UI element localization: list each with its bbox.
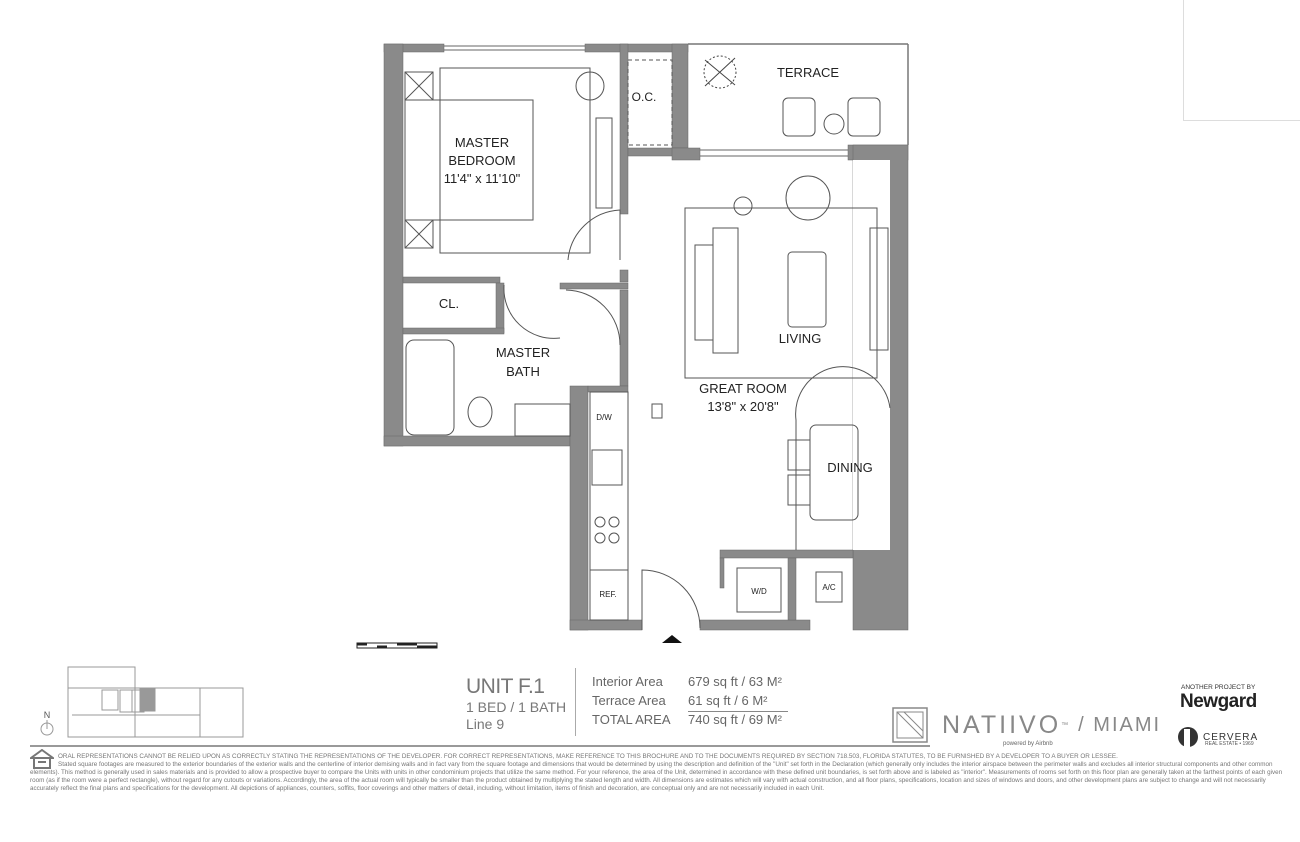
toilet xyxy=(467,396,493,428)
walls xyxy=(383,43,909,631)
kitchen-counter xyxy=(589,391,629,621)
area-row-total: TOTAL AREA 740 sq ft / 69 M² xyxy=(592,712,788,731)
brand-name: NATIIVO xyxy=(942,710,1062,739)
area-row-terrace: Terrace Area 61 sq ft / 6 M² xyxy=(592,693,788,712)
terrace-chair xyxy=(782,97,816,137)
scale-bar xyxy=(356,642,438,649)
label-dining: DINING xyxy=(827,460,873,475)
bathtub xyxy=(405,339,455,436)
disclaimer-heading: ORAL REPRESENTATIONS CANNOT BE RELIED UP… xyxy=(58,753,1118,760)
newgard-logo: Newgard xyxy=(1180,691,1257,712)
dims-master-bedroom: 11'4" x 11'10" xyxy=(444,171,521,186)
washer-dryer xyxy=(736,567,782,613)
side-table xyxy=(733,196,753,216)
label-dw: D/W xyxy=(596,413,612,422)
key-plan xyxy=(40,666,244,738)
area-value: 61 sq ft / 6 M² xyxy=(688,693,788,712)
cervera-logo-icon xyxy=(1178,727,1198,747)
entry-door-swing xyxy=(641,569,701,630)
powered-by: powered by Airbnb xyxy=(1003,741,1053,747)
unit-info: UNIT F.1 1 BED / 1 BATH Line 9 xyxy=(466,675,566,733)
sofa xyxy=(712,227,739,354)
nightstand-icon xyxy=(404,219,434,249)
label-ac: A/C xyxy=(822,583,836,592)
cervera-sub: REAL ESTATE • 1969 xyxy=(1205,741,1254,747)
windows xyxy=(444,45,848,157)
north-arrow-icon xyxy=(40,720,54,736)
dining-chair xyxy=(787,474,811,506)
sofa-back xyxy=(694,244,714,341)
vanity xyxy=(514,403,571,437)
label-closet: CL. xyxy=(439,296,459,311)
rug xyxy=(684,207,878,379)
legal-disclaimer: ORAL REPRESENTATIONS CANNOT BE RELIED UP… xyxy=(30,753,1295,793)
cervera-name: CERVERA xyxy=(1203,731,1259,743)
nativo-logo-icon xyxy=(892,707,928,743)
area-table: Interior Area 679 sq ft / 63 M² Terrace A… xyxy=(592,674,788,731)
terrace-table xyxy=(823,113,845,135)
area-label: Interior Area xyxy=(592,674,663,689)
brand-city: / MIAMI xyxy=(1078,713,1162,736)
label-master-bedroom: MASTER xyxy=(455,135,509,150)
cooktop-icon xyxy=(594,516,620,544)
bed xyxy=(404,99,534,221)
dining-table xyxy=(809,424,859,521)
furniture xyxy=(404,55,891,630)
column-marker xyxy=(651,403,663,419)
label-wd: W/D xyxy=(751,587,767,596)
bedroom-chair xyxy=(575,71,605,101)
unit-line: Line 9 xyxy=(466,716,505,732)
label-master-bath-2: BATH xyxy=(506,364,540,379)
label-master-bath: MASTER xyxy=(496,345,550,360)
door-swing xyxy=(565,289,621,346)
coffee-table xyxy=(787,251,827,328)
dining-chair xyxy=(787,439,811,471)
room-labels: MASTER BEDROOM 11'4" x 11'10" O.C. TERRA… xyxy=(439,65,873,599)
label-oc: O.C. xyxy=(632,90,657,104)
entry-arrow-icon xyxy=(662,635,682,643)
nightstand-icon xyxy=(404,71,434,101)
area-label: Terrace Area xyxy=(592,693,666,708)
great-room-floor xyxy=(853,160,890,550)
area-value: 740 sq ft / 69 M² xyxy=(688,712,782,727)
label-ref: REF. xyxy=(599,590,616,599)
brand-tm: ™ xyxy=(1061,721,1069,729)
unit-bed-bath: 1 BED / 1 BATH xyxy=(466,699,567,715)
terrace-chair xyxy=(847,97,881,137)
area-row-interior: Interior Area 679 sq ft / 63 M² xyxy=(592,674,788,693)
label-living: LIVING xyxy=(779,331,822,346)
tv-console xyxy=(869,227,889,351)
divider xyxy=(575,668,576,736)
label-master-bedroom-2: BEDROOM xyxy=(448,153,515,168)
label-terrace: TERRACE xyxy=(777,65,839,80)
ac-unit xyxy=(815,571,843,603)
kitchen-sink xyxy=(591,449,623,486)
door-swing xyxy=(567,209,621,261)
footer-rule xyxy=(30,745,930,747)
key-plan-unit-highlight xyxy=(139,688,156,712)
door-swing xyxy=(503,284,561,339)
equal-housing-icon xyxy=(30,749,54,769)
dims-great-room: 13'8" x 20'8" xyxy=(707,399,779,414)
area-value: 679 sq ft / 63 M² xyxy=(688,674,782,689)
refrigerator xyxy=(589,569,629,621)
plant-icon xyxy=(703,55,737,89)
page-corner-frame xyxy=(1183,0,1300,121)
unit-title: UNIT F.1 xyxy=(466,675,545,698)
bed-area xyxy=(439,67,591,254)
label-great-room: GREAT ROOM xyxy=(699,381,787,396)
another-project-label: ANOTHER PROJECT BY xyxy=(1181,684,1256,691)
area-label: TOTAL AREA xyxy=(592,712,671,727)
north-label: N xyxy=(44,710,51,720)
dresser xyxy=(595,117,613,209)
cervera-logo: CERVERA xyxy=(1177,725,1258,749)
closet-outline xyxy=(627,59,673,146)
dining-nook-outline xyxy=(795,366,891,550)
terrace-railing xyxy=(688,43,909,145)
lounge-chair xyxy=(785,175,831,221)
disclaimer-body: Stated square footages are measured to t… xyxy=(30,761,1283,792)
